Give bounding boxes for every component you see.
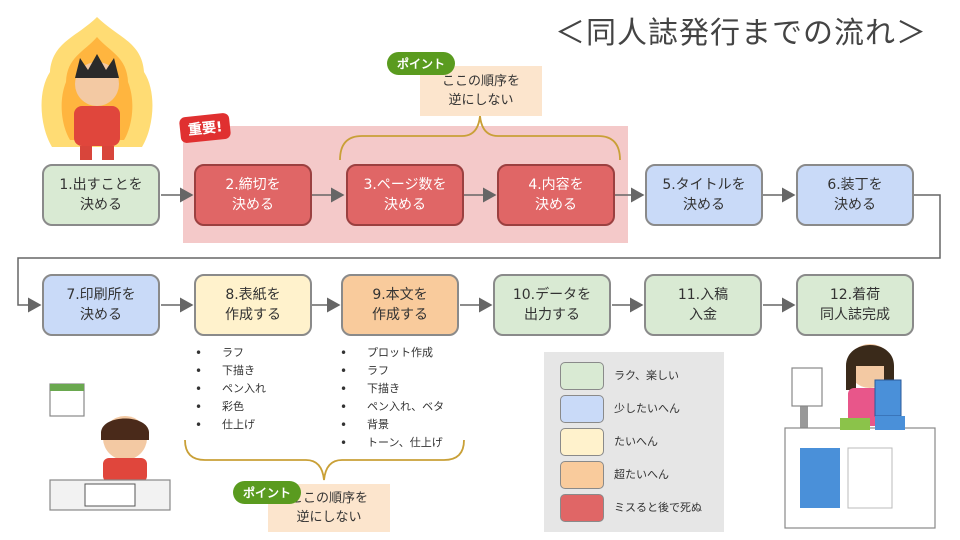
fired-up-character-illustration <box>41 17 153 160</box>
brace-top <box>339 115 621 161</box>
legend-label: たいへん <box>614 435 658 448</box>
legend-swatch-hard <box>560 428 604 456</box>
legend-label: 少したいへん <box>614 402 680 415</box>
legend-swatch-super <box>560 461 604 489</box>
step-7: 7.印刷所を 決める <box>42 274 160 336</box>
point-badge-bottom: ポイント <box>233 481 302 504</box>
step-3: 3.ページ数を 決める <box>346 164 464 226</box>
point-note-bottom: ここの順序を 逆にしない <box>268 484 390 532</box>
cover-task-list: ラフ 下描き ペン入れ 彩色 仕上げ <box>192 344 266 434</box>
list-item: トーン、仕上げ <box>337 434 444 452</box>
list-item: 下描き <box>337 380 444 398</box>
point-note-top: ここの順序を 逆にしない <box>420 66 542 116</box>
step-9: 9.本文を 作成する <box>341 274 459 336</box>
body-task-list: プロット作成 ラフ 下描き ペン入れ、ベタ 背景 トーン、仕上げ <box>337 344 444 452</box>
list-item: ペン入れ、ベタ <box>337 398 444 416</box>
step-11: 11.入稿 入金 <box>644 274 762 336</box>
arrow-6-7 <box>17 194 941 313</box>
step-6: 6.装丁を 決める <box>796 164 914 226</box>
step-5: 5.タイトルを 決める <box>645 164 763 226</box>
step-10: 10.データを 出力する <box>493 274 611 336</box>
happy-seller-illustration <box>784 344 936 529</box>
legend-label: ミスると後で死ぬ <box>614 501 702 514</box>
list-item: ペン入れ <box>192 380 266 398</box>
point-badge-top: ポイント <box>387 52 456 75</box>
step-1: 1.出すことを 決める <box>42 164 160 226</box>
legend-label: 超たいへん <box>614 468 669 481</box>
list-item: 背景 <box>337 416 444 434</box>
brace-bottom <box>184 439 465 481</box>
list-item: 仕上げ <box>192 416 266 434</box>
important-badge: 重要! <box>178 112 232 144</box>
step-2: 2.締切を 決める <box>194 164 312 226</box>
list-item: 下描き <box>192 362 266 380</box>
struggling-artist-illustration <box>49 383 171 511</box>
legend: ラク、楽しい 少したいへん たいへん 超たいへん ミスると後で死ぬ <box>544 352 724 532</box>
page-title: ＜同人誌発行までの流れ＞ <box>555 16 927 51</box>
legend-label: ラク、楽しい <box>614 369 680 382</box>
step-4: 4.内容を 決める <box>497 164 615 226</box>
list-item: プロット作成 <box>337 344 444 362</box>
legend-swatch-deadly <box>560 494 604 522</box>
list-item: 彩色 <box>192 398 266 416</box>
list-item: ラフ <box>337 362 444 380</box>
list-item: ラフ <box>192 344 266 362</box>
step-12: 12.着荷 同人誌完成 <box>796 274 914 336</box>
legend-swatch-easy <box>560 362 604 390</box>
step-8: 8.表紙を 作成する <box>194 274 312 336</box>
legend-swatch-some <box>560 395 604 423</box>
